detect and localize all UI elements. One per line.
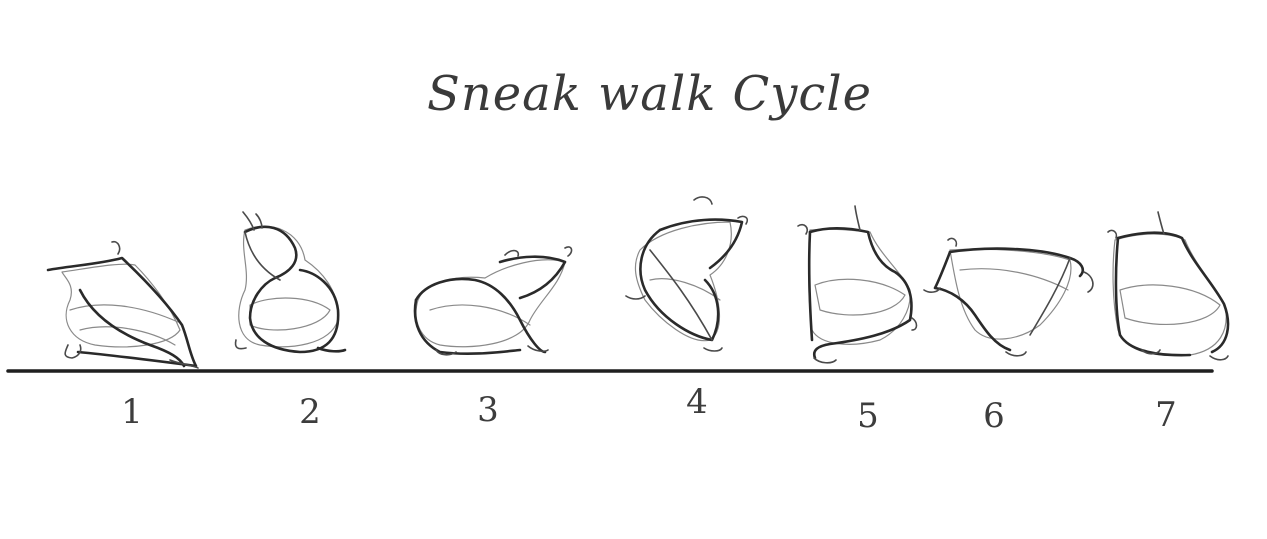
pose-6-figure	[923, 237, 1094, 357]
frame-label-4: 4	[686, 382, 708, 422]
pose-4-figure	[625, 196, 749, 352]
pose-5-figure	[797, 205, 918, 364]
frame-label-3: 3	[477, 390, 499, 430]
pose-2-figure	[234, 211, 347, 354]
frame-label-5: 5	[857, 396, 879, 436]
frame-label-6: 6	[983, 396, 1005, 436]
frame-label-1: 1	[121, 392, 143, 432]
pose-3-figure	[413, 246, 573, 356]
frame-label-7: 7	[1155, 395, 1177, 435]
frame-label-2: 2	[299, 392, 321, 432]
pose-1-figure	[46, 240, 199, 369]
sketch-title: Sneak walk Cycle	[426, 66, 873, 122]
pose-7-figure	[1107, 211, 1230, 361]
